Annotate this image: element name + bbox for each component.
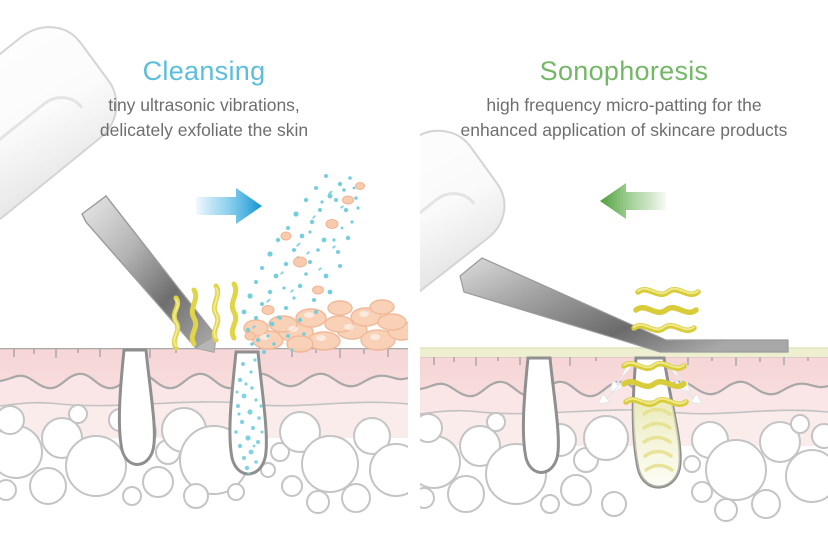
hypodermis-boundary-line (0, 401, 408, 407)
dead-skin-cells (243, 299, 408, 353)
dermis-boundary-line (0, 372, 408, 390)
wand-body (420, 129, 506, 293)
cleansing-illustration (0, 26, 408, 514)
sonophoresis-illustration (420, 129, 828, 522)
waves-below-highlights (623, 361, 687, 405)
skincare-product-layer (420, 348, 828, 357)
direction-arrow-blue (196, 188, 262, 224)
waves-above-highlights (633, 287, 699, 331)
skin-layer-epidermis (420, 356, 828, 397)
product-penetration-glow (633, 400, 681, 488)
exfoliation-spray (241, 174, 365, 354)
subcutaneous-fat-layer (420, 412, 828, 522)
direction-arrow-green (600, 183, 666, 219)
ultrasonic-wand-sonophoresis (420, 129, 789, 353)
wand-body-seam (0, 96, 84, 142)
skin-layer-epidermis (0, 348, 408, 389)
hypodermis-boundary-line (420, 409, 828, 415)
wand-tip (196, 336, 216, 352)
skin-cross-section (420, 347, 828, 522)
panel-sonophoresis: Sonophoresis high frequency micro-pattin… (420, 0, 828, 552)
vibration-wave-highlights (173, 287, 219, 347)
wand-body (0, 26, 118, 220)
panel-cleansing: Cleansing tiny ultrasonic vibrations, de… (0, 0, 408, 552)
hair-follicle-clean (521, 356, 560, 474)
follicle-cleansing-particles (234, 358, 264, 474)
skin-cross-section (0, 299, 408, 514)
wand-blade (459, 257, 789, 353)
dead-skin-cell-highlights (260, 311, 380, 341)
ultrasonic-wand-cleansing (0, 26, 217, 353)
exfoliated-flakes (244, 182, 365, 341)
wand-body-seam (420, 192, 476, 215)
hair-follicle-clean (117, 348, 156, 466)
